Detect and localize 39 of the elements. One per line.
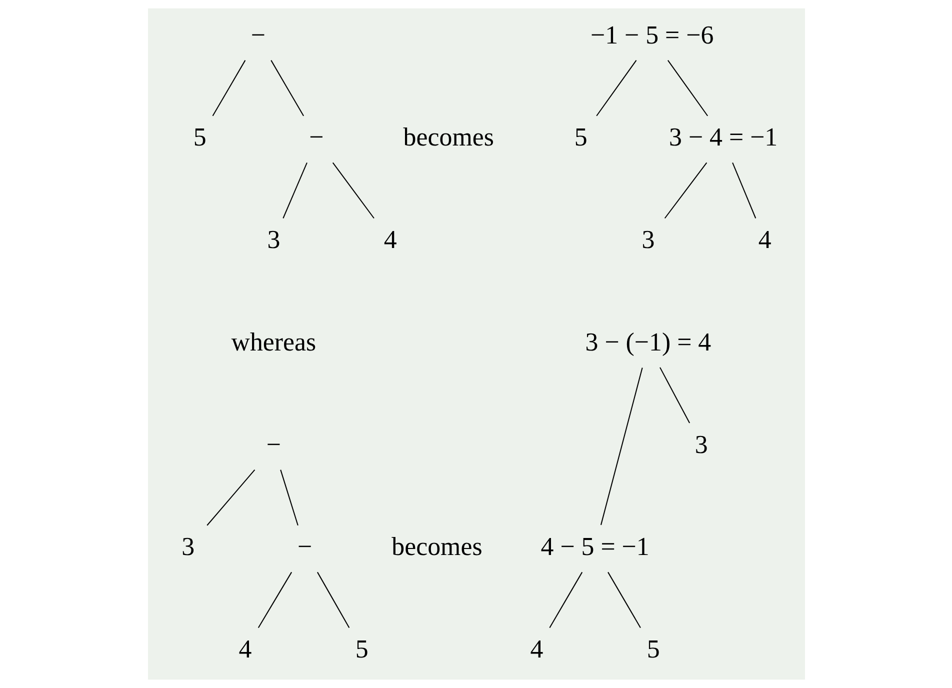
node-text: − [308,122,324,152]
connector [607,572,640,628]
node-text: 4 [383,225,396,254]
node-text: 5 [354,634,368,664]
node-text: 3 [266,225,280,254]
node-text: 4 [238,634,252,664]
node-text: − [296,532,312,562]
connector [596,60,636,116]
connector [332,162,374,219]
connector [732,162,756,218]
connector [316,572,350,628]
node-text: 4 [758,225,771,254]
node-text: 3 [641,225,654,254]
node-text: 3 − (−1) = 4 [584,327,711,356]
node-text: 3 [694,430,708,459]
connector [280,470,298,526]
node-text: − [266,430,281,459]
connector [666,60,708,116]
connector [257,572,292,628]
connector [664,162,707,219]
connector [206,469,255,526]
node-text: 4 − 5 = −1 [540,532,649,562]
node-text: 5 [646,634,660,664]
node-text: 4 [530,634,543,664]
node-text: − [250,20,265,50]
node-text: 3 − 4 = −1 [668,122,778,152]
label: becomes [402,122,494,152]
connector [270,60,304,116]
connector [600,368,642,526]
node-text: −1 − 5 = −6 [590,20,714,50]
node-text: 5 [192,122,206,152]
connector [282,162,307,218]
label: whereas [230,327,316,356]
node-text: 3 [181,532,194,562]
connector [212,60,246,116]
node-text: 5 [574,122,587,152]
connector [659,367,690,424]
label: becomes [391,532,482,562]
connector [548,572,582,628]
